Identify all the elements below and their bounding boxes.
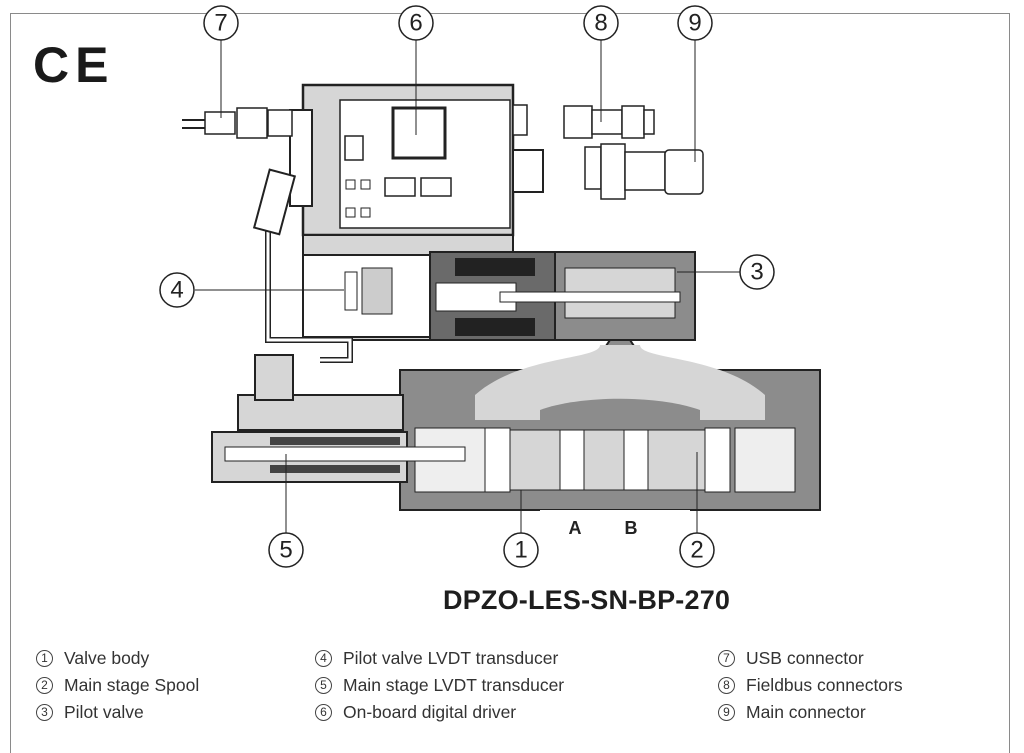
svg-text:2: 2 xyxy=(690,537,703,564)
svg-text:9: 9 xyxy=(688,10,701,37)
pilot-valve xyxy=(302,251,696,341)
callout-5: 5 xyxy=(268,532,304,568)
ce-mark: CE xyxy=(33,37,115,93)
main-connector xyxy=(584,143,704,200)
port-a-label: A xyxy=(569,518,582,538)
callout-3: 3 xyxy=(739,254,775,290)
usb-connector xyxy=(182,107,293,139)
model-name: DPZO-LES-SN-BP-270 xyxy=(443,585,731,615)
main-stage-lvdt xyxy=(211,168,466,483)
port-b-label: B xyxy=(625,518,638,538)
callout-7: 7 xyxy=(203,5,239,41)
callout-6: 6 xyxy=(398,5,434,41)
svg-text:4: 4 xyxy=(170,277,183,304)
main-stage xyxy=(399,339,821,520)
callout-4: 4 xyxy=(159,272,195,308)
callout-8: 8 xyxy=(583,5,619,41)
svg-text:7: 7 xyxy=(214,10,227,37)
callouts: 7 6 8 9 3 4 5 1 2 xyxy=(159,5,775,568)
svg-text:3: 3 xyxy=(750,259,763,286)
leader-lines xyxy=(195,40,740,533)
callout-2: 2 xyxy=(679,532,715,568)
fieldbus-connector xyxy=(563,105,655,139)
svg-text:1: 1 xyxy=(514,537,527,564)
callout-1: 1 xyxy=(503,532,539,568)
onboard-driver xyxy=(289,83,544,341)
svg-text:6: 6 xyxy=(409,10,422,37)
callout-9: 9 xyxy=(677,5,713,41)
svg-text:8: 8 xyxy=(594,10,607,37)
diagram-frame xyxy=(10,13,1010,753)
svg-text:5: 5 xyxy=(279,537,292,564)
